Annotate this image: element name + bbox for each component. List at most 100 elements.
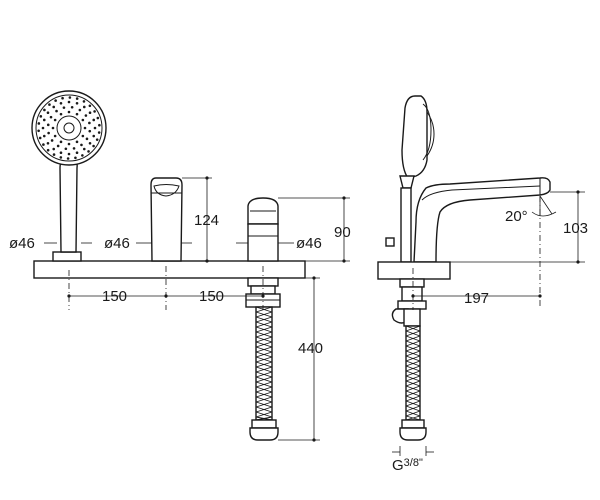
- nozzle-dot: [96, 116, 100, 120]
- hose-braid-line: [255, 396, 273, 403]
- hose-braid-line: [255, 411, 273, 418]
- nozzle-dot: [42, 118, 46, 122]
- nozzle-dot: [97, 131, 101, 134]
- hose-braid-line: [255, 386, 273, 393]
- hose-braid-line: [405, 380, 421, 387]
- hose-braid-line: [405, 340, 421, 347]
- hose-braid-line: [255, 321, 273, 328]
- nozzle-dot: [59, 140, 63, 144]
- hose-braid-line: [405, 360, 421, 367]
- dim-spacing-right: 150: [199, 288, 224, 305]
- mixer-body: [247, 223, 279, 262]
- side-view: 197 103 20° G3/8": [377, 95, 588, 474]
- hose-braid-line: [255, 336, 273, 343]
- nozzle-dot: [81, 134, 85, 138]
- hose-braid-line: [255, 376, 273, 383]
- hose-braid-line: [405, 350, 421, 357]
- nozzle-dot: [42, 143, 45, 146]
- hose-braid-line: [405, 365, 421, 372]
- nozzle-dot: [88, 141, 92, 145]
- dim-spacing-left: 150: [102, 288, 127, 305]
- nozzle-dot: [85, 137, 89, 141]
- nozzle-dot: [56, 144, 60, 148]
- hose-braid-line: [405, 385, 421, 392]
- nozzle-dot: [81, 154, 84, 157]
- hose-braid-line: [255, 401, 273, 408]
- nozzle-dot: [88, 121, 91, 125]
- hose-braid-line: [255, 361, 273, 368]
- side-holder: [399, 175, 415, 189]
- nozzle-dot: [67, 142, 71, 146]
- nozzle-dot: [75, 140, 79, 144]
- spout-body: [150, 177, 183, 262]
- nozzle-dot: [62, 106, 66, 109]
- nozzle-dot: [47, 131, 50, 135]
- nozzle-dot: [51, 126, 55, 130]
- hose-braid-line: [405, 345, 421, 352]
- dim-mixer-height: 90: [334, 224, 351, 241]
- handshower-handle: [59, 157, 78, 253]
- nozzle-dot: [66, 157, 70, 160]
- side-handshower: [401, 95, 428, 179]
- side-spout-body: [413, 177, 551, 263]
- nozzle-dot: [83, 126, 87, 130]
- hose-braid-line: [255, 306, 273, 313]
- thread-prefix: G: [392, 457, 404, 474]
- nozzle-dot: [39, 115, 43, 118]
- hose-braid-line: [405, 330, 421, 337]
- handshower-holder: [52, 251, 82, 262]
- hose-braid-line: [255, 356, 273, 363]
- nozzle-dot: [80, 143, 83, 147]
- hose-braid-line: [255, 311, 273, 318]
- hose-braid-line: [255, 331, 273, 338]
- side-deck-plate: [377, 261, 451, 280]
- nozzle-dot: [54, 99, 57, 102]
- nozzle-dot: [75, 151, 79, 155]
- dim-spout-reach: 197: [464, 290, 489, 307]
- hose-braid-line: [405, 375, 421, 382]
- nozzle-dot: [59, 151, 63, 155]
- hose-braid-line: [405, 355, 421, 362]
- hose-braid-line: [405, 370, 421, 377]
- nozzle-dot: [88, 104, 92, 108]
- hose-braid-line: [405, 390, 421, 397]
- handshower-head: [31, 90, 107, 166]
- thread-spec: G3/8": [392, 457, 423, 474]
- nozzle-dot: [52, 105, 56, 109]
- nozzle-dot: [82, 105, 86, 109]
- dim-side-spout-height: 103: [563, 220, 588, 237]
- nozzle-dot: [81, 118, 85, 122]
- hose-braid-line: [255, 346, 273, 353]
- nozzle-dot: [78, 108, 82, 112]
- hose-braid-line: [405, 410, 421, 417]
- nozzle-dot: [92, 144, 95, 148]
- nozzle-dot: [93, 110, 96, 113]
- dim-diameter-handshower: ø46: [9, 235, 35, 252]
- hose-braid-line: [255, 371, 273, 378]
- nozzle-dot: [52, 153, 56, 156]
- nozzle-dot: [67, 110, 71, 114]
- nozzle-dot: [75, 97, 79, 100]
- hose-braid-line: [255, 326, 273, 333]
- nozzle-dot: [38, 136, 42, 140]
- nozzle-dot: [46, 111, 50, 115]
- nozzle-dot: [82, 147, 86, 151]
- hose-braid-line: [255, 391, 273, 398]
- nozzle-dot: [61, 96, 64, 100]
- nozzle-dot: [70, 105, 74, 109]
- nozzle-dot: [82, 100, 86, 103]
- hose-braid-line: [405, 325, 421, 332]
- hose-braid-line: [255, 341, 273, 348]
- nozzle-dot: [95, 138, 99, 141]
- nozzle-dot: [50, 139, 54, 142]
- hose-braid-line: [405, 405, 421, 412]
- thread-size: 3/8: [404, 457, 419, 469]
- nozzle-dot: [37, 122, 41, 125]
- dim-spout-angle: 20°: [505, 208, 528, 225]
- nozzle-dot: [48, 103, 51, 106]
- dim-spout-height: 124: [194, 212, 219, 229]
- nozzle-dot: [46, 123, 50, 127]
- hose-braid-line: [255, 351, 273, 358]
- nozzle-dot: [72, 147, 76, 150]
